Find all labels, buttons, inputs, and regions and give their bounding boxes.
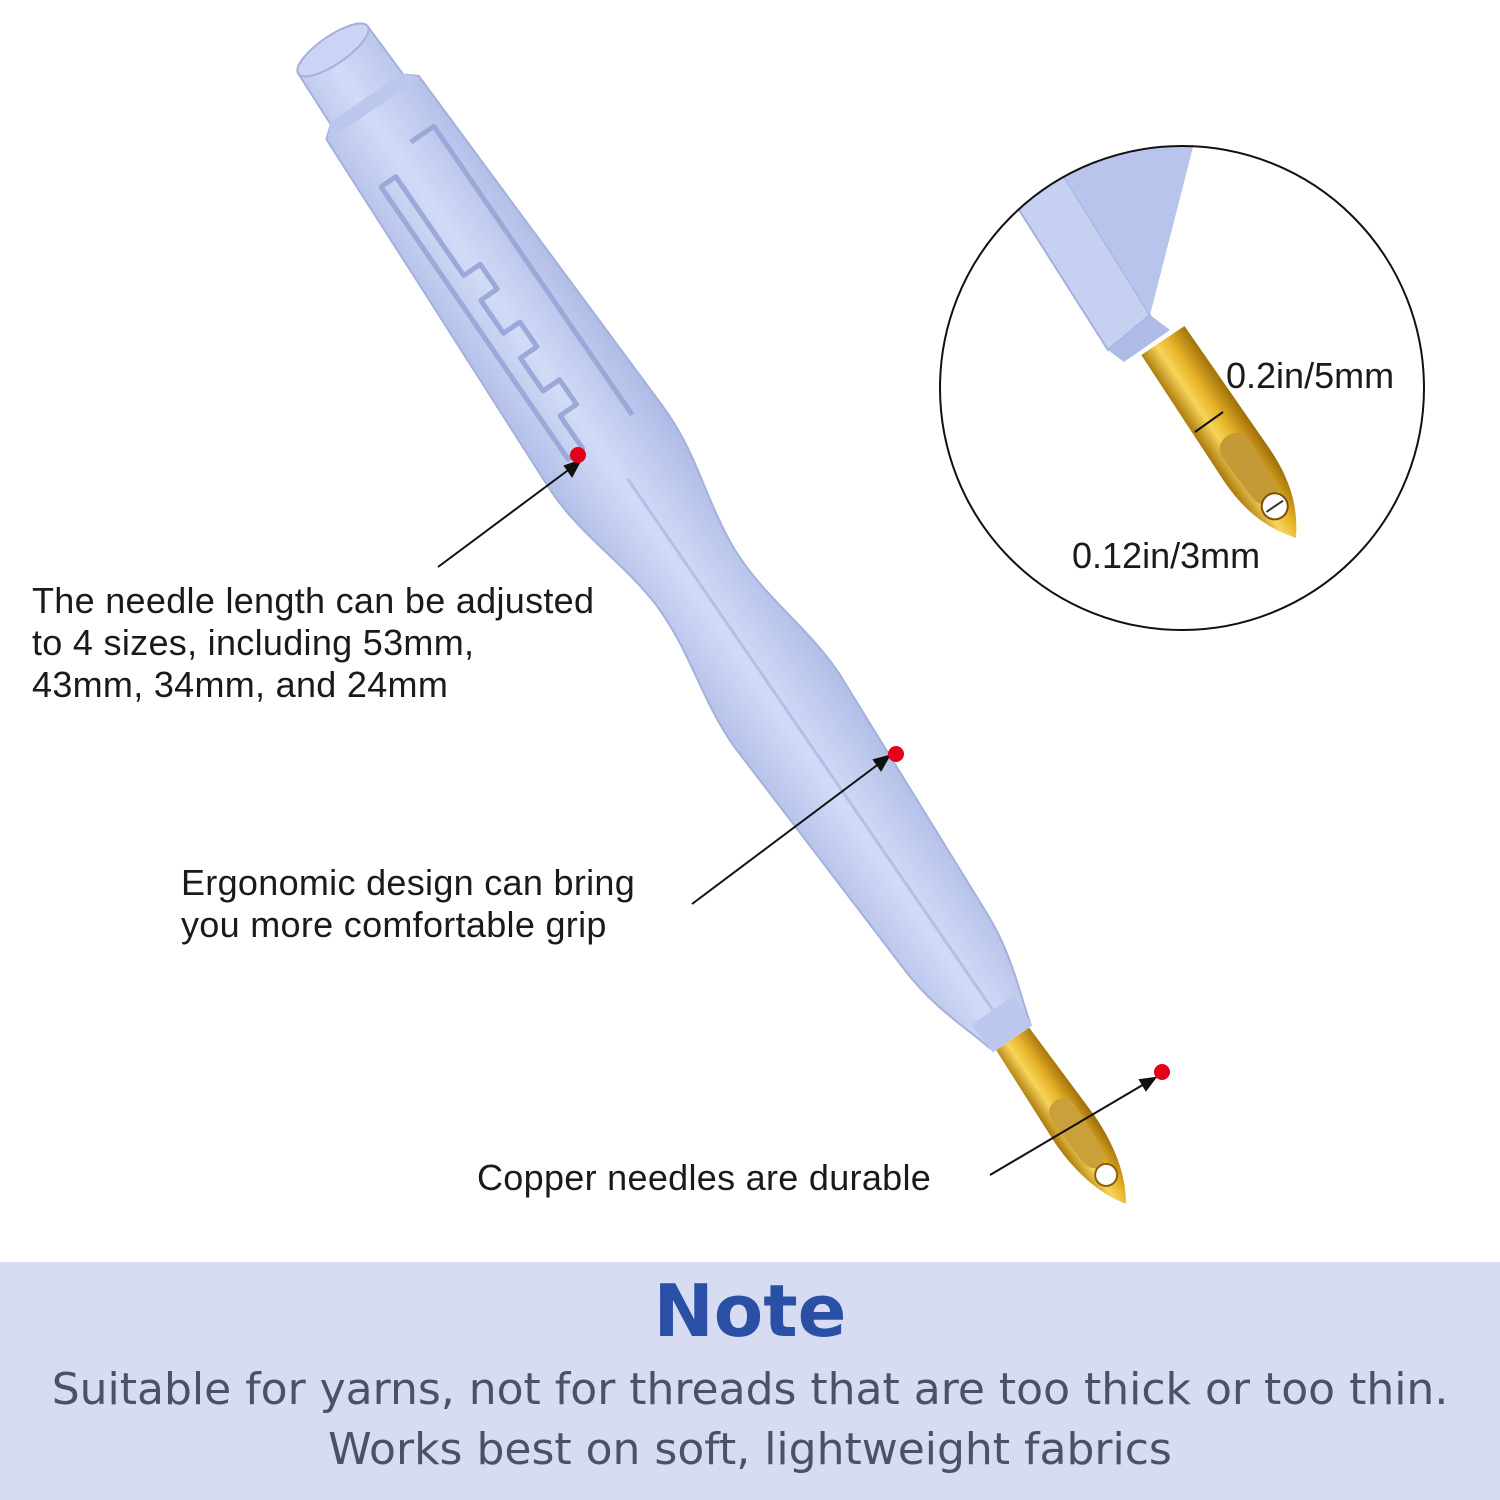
length-adjust-slot [378, 123, 635, 462]
tip-collar [971, 995, 1033, 1053]
callout-line: Ergonomic design can bring [181, 862, 636, 903]
inner-diameter-label: 0.12in/3mm [1072, 535, 1261, 576]
copper-callout: Copper needles are durable [477, 1157, 931, 1199]
marker-dot [570, 447, 586, 463]
punch-needle-tool [296, 22, 1126, 1204]
note-title: Note [653, 1269, 847, 1353]
callout-line: The needle length can be adjusted [32, 580, 595, 621]
ergonomic-callout: Ergonomic design can bring you more comf… [181, 862, 635, 946]
handle-body [296, 22, 1031, 1050]
marker-dot [1154, 1064, 1170, 1080]
outer-diameter-label: 0.2in/5mm [1226, 355, 1395, 396]
callout-line: 43mm, 34mm, and 24mm [32, 664, 449, 705]
needle-length-callout: The needle length can be adjusted to 4 s… [32, 580, 594, 706]
zoom-detail [939, 145, 1425, 631]
callout-leaders [437, 459, 1158, 1176]
note-text-line: Works best on soft, lightweight fabrics [328, 1424, 1172, 1475]
callout-line: you more comfortable grip [181, 904, 607, 945]
note-text-line: Suitable for yarns, not for threads that… [51, 1364, 1449, 1415]
callout-line: Copper needles are durable [477, 1157, 932, 1198]
copper-needle [996, 1027, 1126, 1204]
marker-dot [888, 746, 904, 762]
cap-ring [327, 72, 420, 142]
callout-line: to 4 sizes, including 53mm, [32, 622, 475, 663]
note-banner: Note Suitable for yarns, not for threads… [0, 1262, 1500, 1500]
